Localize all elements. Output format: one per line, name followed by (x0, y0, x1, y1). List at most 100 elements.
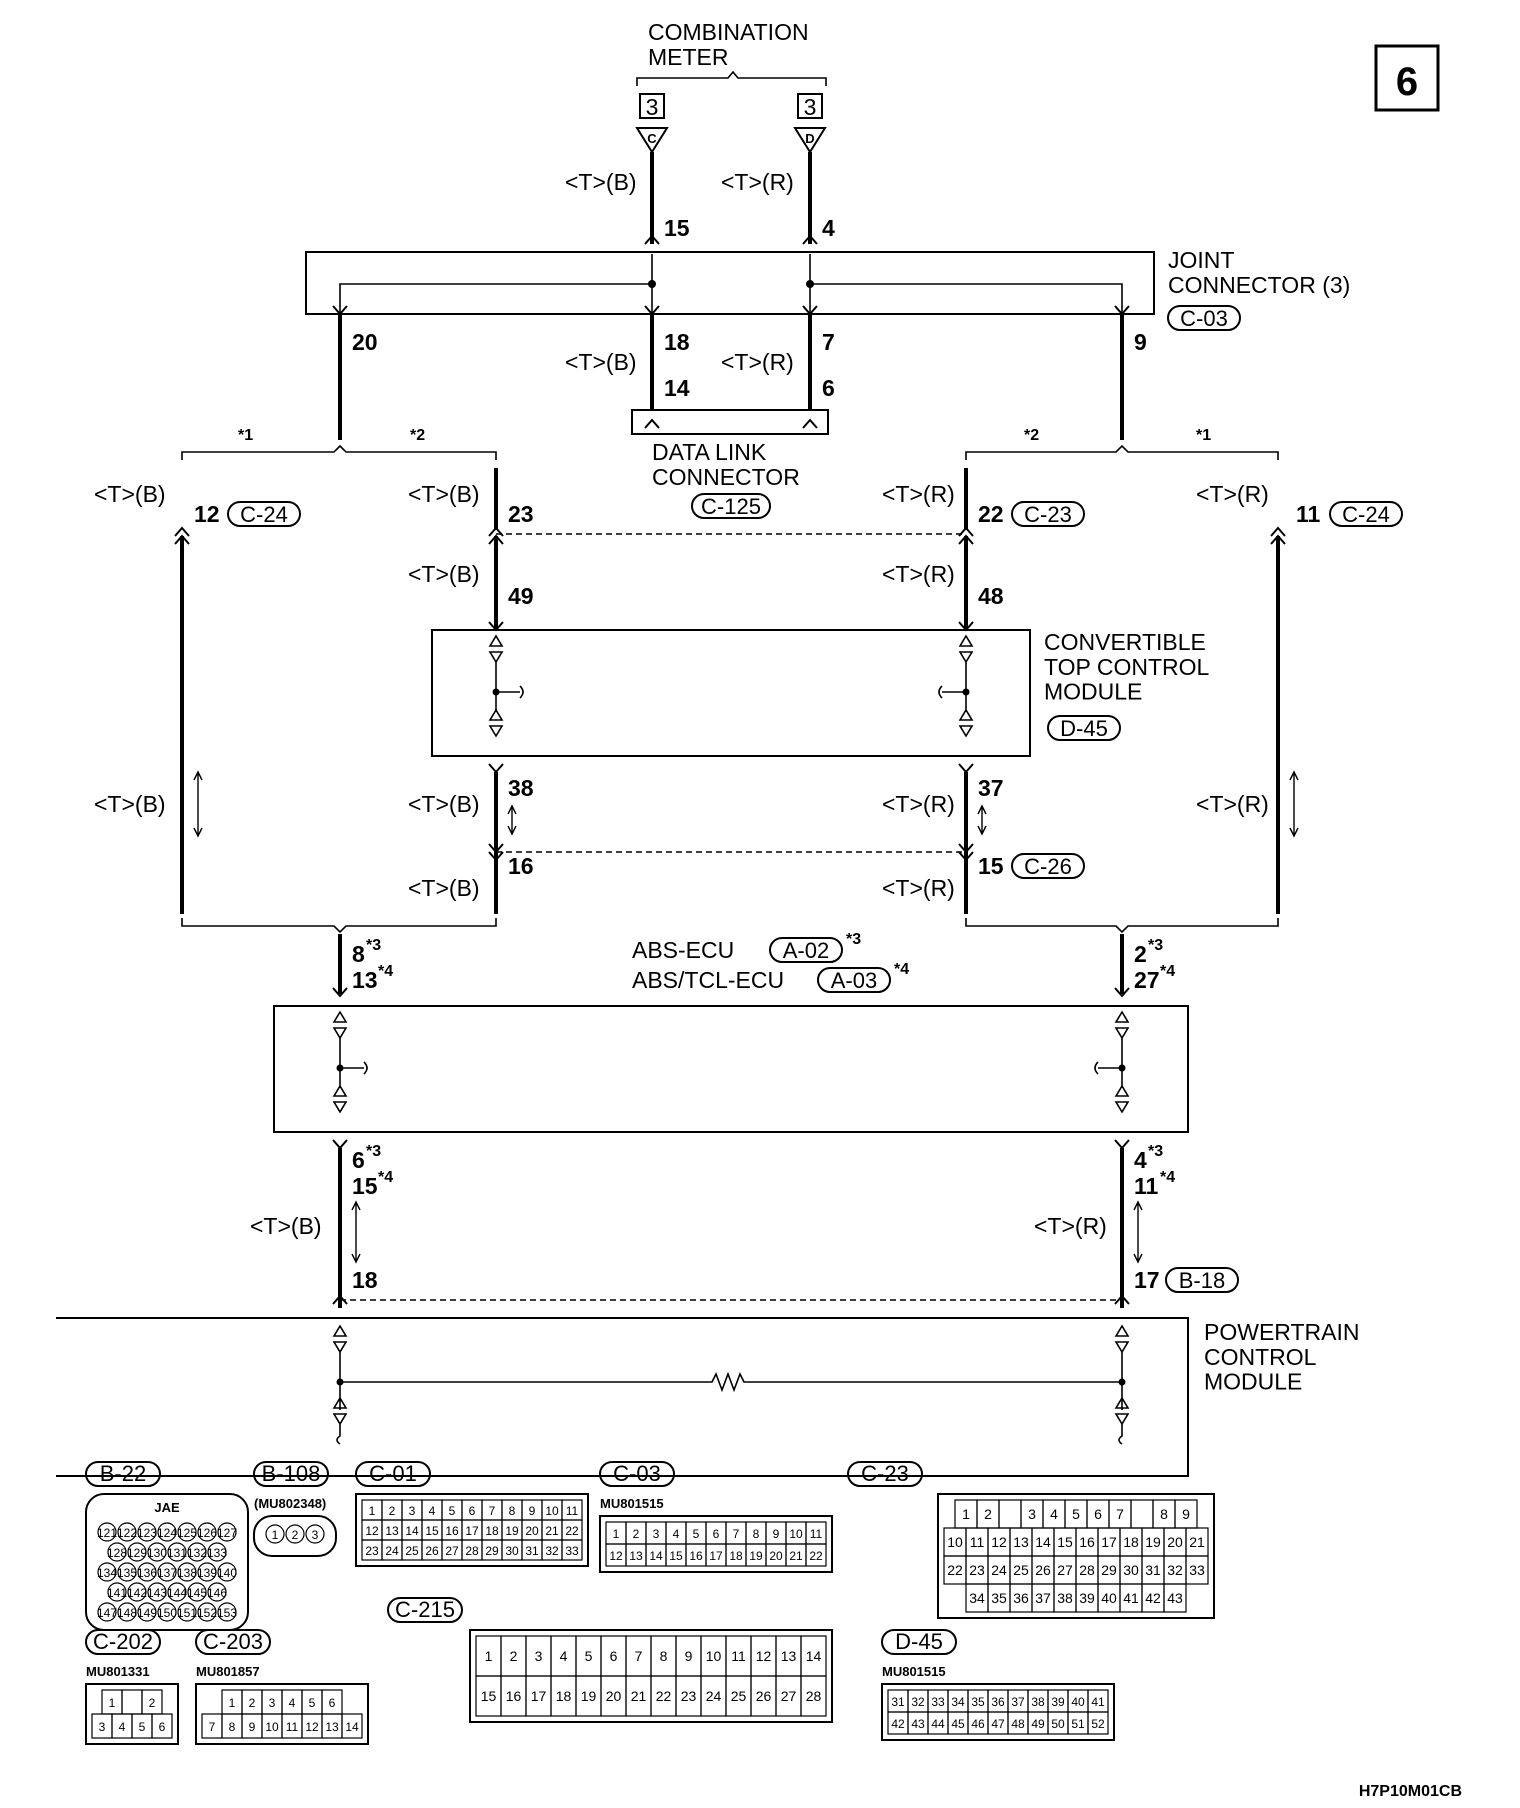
svg-text:C-23: C-23 (1024, 502, 1072, 527)
connector-pin: 129 (127, 1546, 147, 1560)
pin-6: 6 (822, 375, 835, 401)
connector-pin: 134 (97, 1566, 117, 1580)
pin-15-c26: 15 (978, 853, 1004, 879)
connector-pin: 2 (389, 1504, 396, 1518)
abs-tcl-ecu-code: A-03 (817, 967, 891, 993)
joint-node-c (648, 280, 656, 288)
pin-4: 4 (822, 215, 835, 241)
dlc-in-14 (644, 418, 660, 429)
connector-pin: 19 (505, 1524, 519, 1538)
wire-color-meter-d: <T>(R) (721, 169, 794, 195)
connector-pin: 3 (1028, 1506, 1036, 1522)
connector-pin: 121 (97, 1526, 117, 1540)
pin-2: 2 (1134, 941, 1147, 967)
svg-text:C-26: C-26 (1024, 854, 1072, 879)
pin-7: 7 (822, 329, 835, 355)
connector-pin: 18 (485, 1524, 499, 1538)
joint-connector-box (305, 251, 1155, 315)
connector-pin: 19 (1145, 1534, 1161, 1550)
svg-text:C-24: C-24 (1342, 502, 1390, 527)
wire-color-23: <T>(B) (408, 481, 480, 507)
brace-top-right (965, 444, 1279, 460)
wire-color-15: <T>(R) (882, 875, 955, 901)
svg-text:A-02: A-02 (783, 938, 829, 963)
connector-pin: 15 (425, 1524, 439, 1538)
note-1-left: *1 (238, 427, 253, 444)
abs-right-node (1118, 1064, 1126, 1072)
connector-pin: 51 (1071, 1717, 1085, 1731)
wire-color-11-lower: <T>(R) (1196, 791, 1269, 817)
connector-pin: 4 (429, 1504, 436, 1518)
connector-pin: 6 (469, 1504, 476, 1518)
connector-pin: 12 (365, 1524, 379, 1538)
connector-pin: 29 (485, 1544, 499, 1558)
pin-13: 13 (352, 967, 378, 993)
pcm-right-node (1118, 1378, 1126, 1386)
connector-pin: 7 (733, 1527, 740, 1541)
connector-pin: 48 (1011, 1717, 1025, 1731)
connector-pin: 49 (1031, 1717, 1045, 1731)
connector-view-part: MU801515 (882, 1664, 946, 1679)
connector-view-code: C-01 (369, 1461, 417, 1486)
abs-ecu-code: A-02 (769, 937, 843, 963)
connector-pin: 9 (249, 1720, 256, 1734)
connector-pin: 43 (911, 1717, 925, 1731)
connector-pin: 143 (147, 1586, 167, 1600)
connector-pin: 4 (560, 1648, 568, 1664)
wire-color-meter-c: <T>(B) (565, 169, 637, 195)
wire-color-4: <T>(R) (1034, 1213, 1107, 1239)
joint-bus-right (809, 254, 1123, 314)
connector-pin: 26 (425, 1544, 439, 1558)
connector-pin: 13 (781, 1648, 797, 1664)
wire-color-12: <T>(B) (94, 481, 166, 507)
brace-bottom-right (965, 918, 1279, 934)
connector-pin: 20 (606, 1688, 622, 1704)
connector-pin: 10 (947, 1534, 963, 1550)
connector-pin: 31 (1145, 1562, 1161, 1578)
pcm-left-transceiver (332, 1324, 348, 1445)
connector-pin: 5 (1072, 1506, 1080, 1522)
connector-pin: 1 (485, 1648, 493, 1664)
connector-code-b18: B-18 (1165, 1267, 1239, 1293)
connector-pin: 33 (1189, 1562, 1205, 1578)
connector-pin: 11 (810, 1527, 823, 1541)
connector-pin: 6 (1094, 1506, 1102, 1522)
connector-pin: 27 (1057, 1562, 1073, 1578)
connector-pin: 7 (489, 1504, 496, 1518)
connector-pin: 122 (117, 1526, 137, 1540)
pin-22: 22 (978, 501, 1004, 527)
connector-pin: 2 (984, 1506, 992, 1522)
svg-text:D-45: D-45 (1060, 716, 1108, 741)
wire-color-7: <T>(R) (721, 349, 794, 375)
wire-color-48: <T>(R) (882, 561, 955, 587)
connector-pin: 37 (1011, 1695, 1025, 1709)
arrow-11 (1289, 770, 1299, 838)
pin-6-abs: 6 (352, 1147, 365, 1173)
connector-pin: 131 (167, 1546, 187, 1560)
connector-pin: 20 (769, 1549, 783, 1563)
note-4-pin-11: *4 (1160, 1169, 1175, 1186)
brace-top-left (181, 444, 497, 460)
arrow-38 (507, 804, 517, 836)
connector-pin: 14 (1035, 1534, 1051, 1550)
page-number-box (1374, 44, 1440, 112)
convertible-top-code: D-45 (1047, 715, 1121, 741)
connector-pin: 9 (773, 1527, 780, 1541)
connector-view-part: MU801331 (86, 1664, 150, 1679)
connector-pin: 8 (753, 1527, 760, 1541)
connector-pin: 41 (1123, 1590, 1139, 1606)
pin-18-pcm: 18 (352, 1267, 378, 1293)
connector-pin: 28 (806, 1688, 822, 1704)
connector-pin: 35 (991, 1590, 1007, 1606)
connector-pin: 142 (127, 1586, 147, 1600)
abs-right-transceiver (1094, 1010, 1130, 1114)
connector-pin: 17 (531, 1688, 547, 1704)
joint-in-c (644, 234, 660, 245)
note-4-pin-13: *4 (378, 963, 393, 980)
brace-bottom-left (181, 918, 497, 934)
conn-15-mark (958, 843, 974, 862)
note-1-right: *1 (1196, 427, 1211, 444)
connector-pin: 13 (325, 1720, 339, 1734)
